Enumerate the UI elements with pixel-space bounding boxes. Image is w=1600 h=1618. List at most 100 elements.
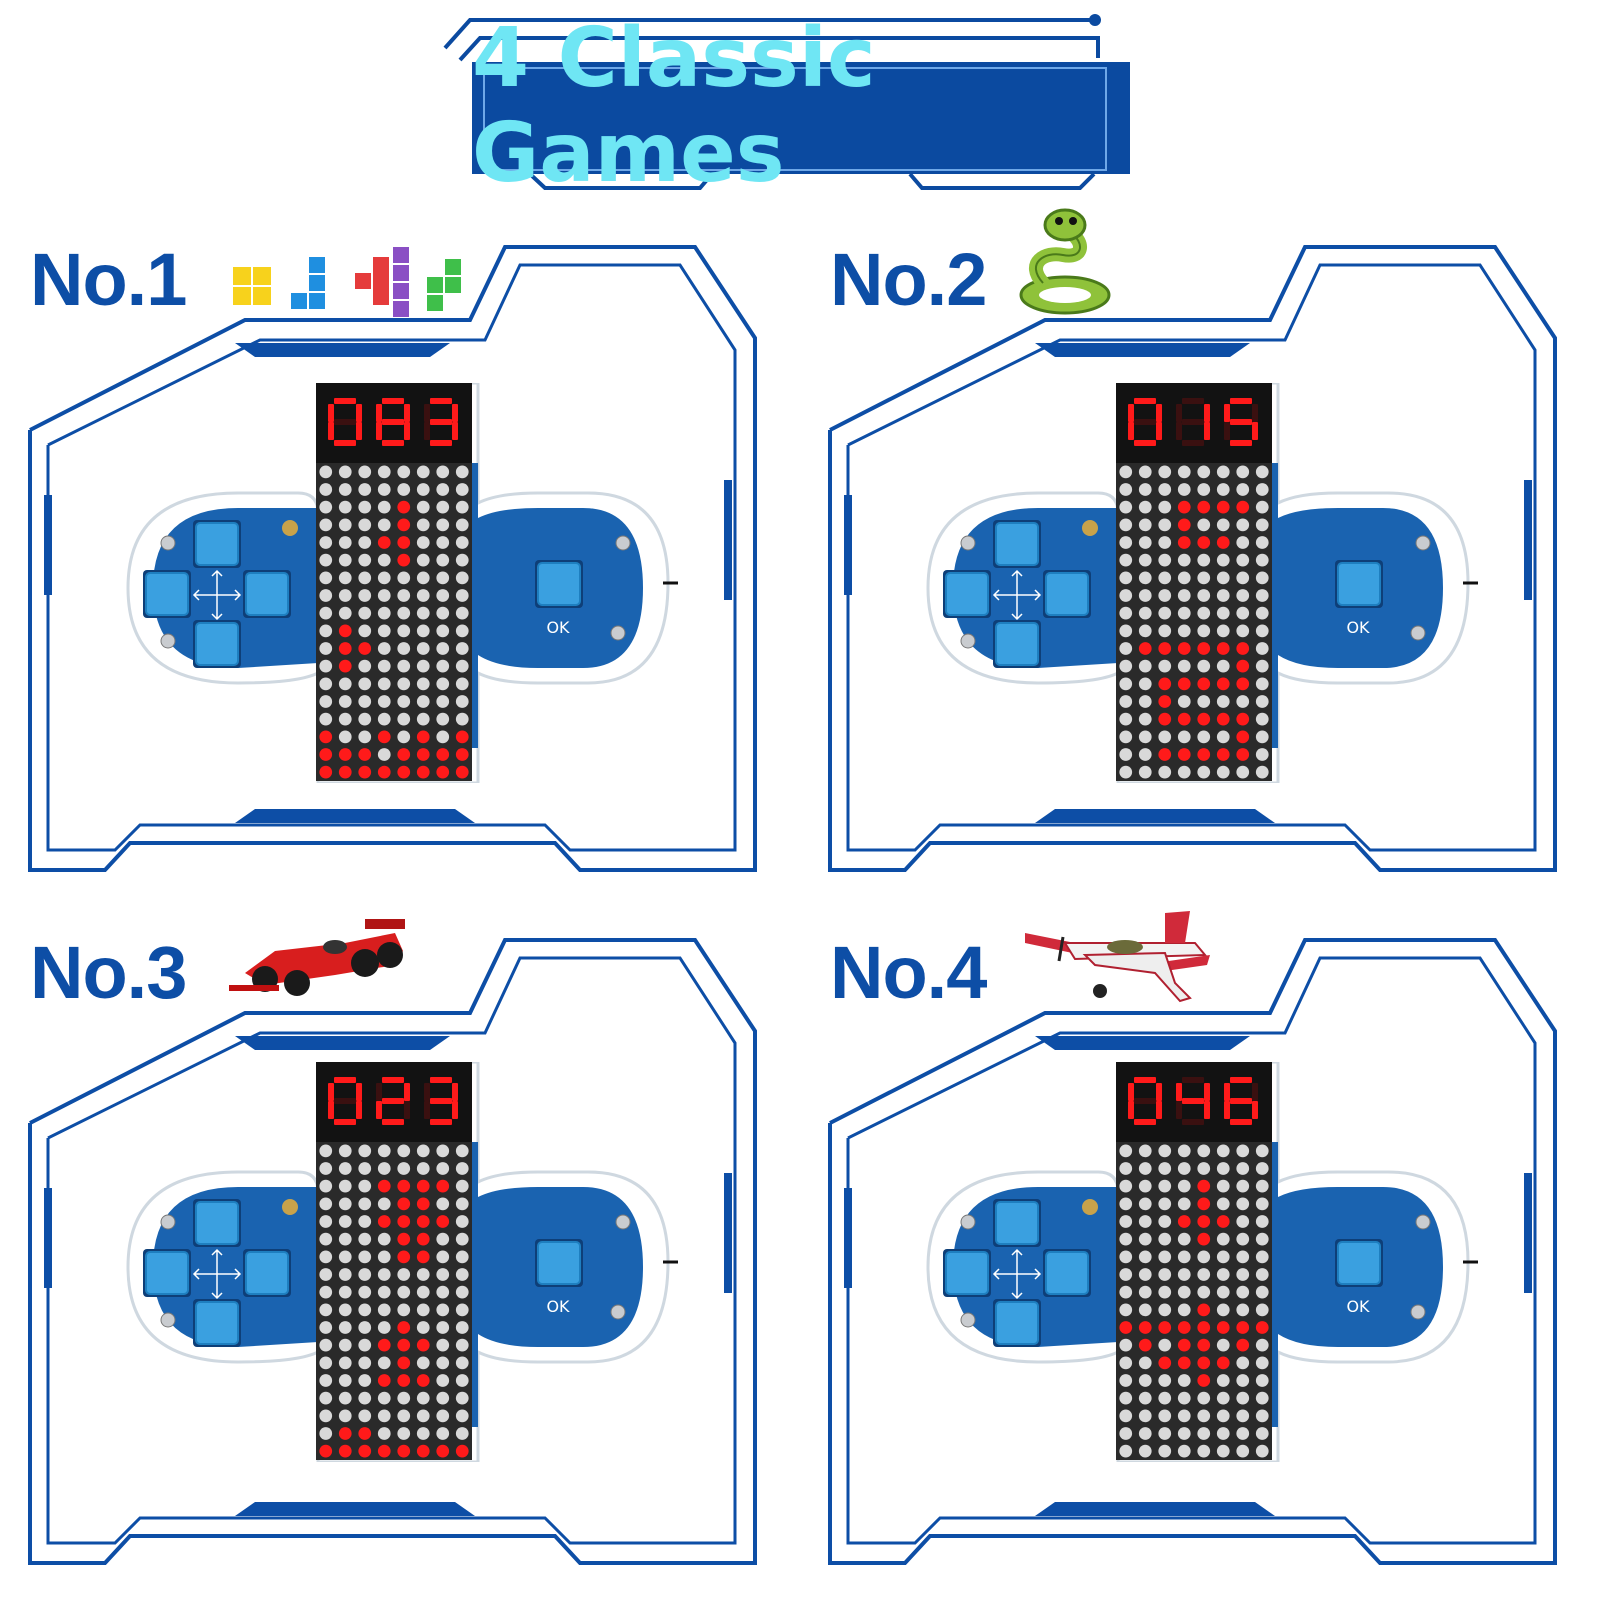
led-dot [319,1285,333,1299]
down-button[interactable] [195,1301,239,1345]
led-dot [397,589,411,602]
led-dot [416,1179,430,1193]
led-dot [1158,1444,1172,1458]
left-button[interactable] [945,572,989,616]
led-dot [1236,1444,1250,1458]
led-dot [1119,1232,1133,1246]
display-segment [1182,1098,1204,1104]
capacitor-icon [282,520,298,536]
display-segment [1182,398,1204,404]
led-dot [436,765,450,779]
led-dot [1197,1250,1211,1264]
led-dot [455,695,469,708]
led-dot [1158,695,1172,708]
capacitor-icon [282,1199,298,1215]
led-dot [358,536,372,549]
led-dot [1216,1268,1230,1281]
ok-button[interactable] [537,1241,581,1285]
led-dot [436,1427,450,1440]
led-dot [1119,1374,1133,1387]
led-dot [319,765,333,779]
down-button[interactable] [195,622,239,666]
led-dot [338,695,352,708]
score-digits [1128,1077,1258,1125]
led-dot [1177,1321,1191,1334]
led-dot [377,712,391,726]
led-dot [358,1321,372,1334]
frame-accent-bottom [235,1502,475,1516]
up-button[interactable] [995,1201,1039,1245]
display-segment [404,404,410,422]
led-dot [436,1303,450,1317]
ok-button[interactable] [1337,1241,1381,1285]
led-dot [1119,1215,1133,1228]
led-dot [1197,465,1211,479]
right-button[interactable] [245,1251,289,1295]
led-dot [1255,730,1269,744]
led-dot [377,624,391,638]
led-dot [1177,1303,1191,1317]
led-dot [1216,1391,1230,1405]
up-button[interactable] [195,522,239,566]
ok-button[interactable] [1337,562,1381,606]
led-dot [1177,1162,1191,1175]
led-dot [1197,1197,1211,1211]
led-dot [1216,712,1230,726]
display-segment [1252,422,1258,440]
up-button[interactable] [995,522,1039,566]
led-dot [1255,518,1269,532]
led-dot [1177,1215,1191,1228]
led-dot [1158,1409,1172,1423]
led-dot [397,518,411,532]
led-dot [1255,1391,1269,1405]
game-label: No.2 [830,238,987,321]
led-dot [1236,553,1250,567]
down-button[interactable] [995,1301,1039,1345]
led-dot [358,1250,372,1264]
screw-icon [960,1312,976,1328]
left-button[interactable] [145,1251,189,1295]
led-dot [338,1285,352,1299]
right-button[interactable] [1045,1251,1089,1295]
right-button[interactable] [245,572,289,616]
display-segment [382,398,404,404]
frame-inner-line [846,263,1537,852]
game-console: OK [126,383,678,783]
right-button[interactable] [1045,572,1089,616]
led-dot [1177,1268,1191,1281]
panel-frame [28,245,757,872]
led-dot [319,1374,333,1387]
up-button[interactable] [195,1201,239,1245]
led-dot [1197,536,1211,549]
led-dot [1197,624,1211,638]
led-dot [397,712,411,726]
left-button[interactable] [945,1251,989,1295]
led-dot [397,1285,411,1299]
down-button[interactable] [995,622,1039,666]
led-dot [1216,1374,1230,1387]
led-dot [1216,659,1230,673]
led-dot [1158,765,1172,779]
led-dot [358,1179,372,1193]
led-dot [455,589,469,602]
led-dot [1177,748,1191,761]
left-button[interactable] [145,572,189,616]
led-dot [1158,1197,1172,1211]
led-dot [1158,1250,1172,1264]
led-dot [1158,659,1172,673]
led-dot [1138,642,1152,655]
screw-icon [960,1214,976,1230]
led-dot [1197,730,1211,744]
led-dot [1177,624,1191,638]
ok-button[interactable] [537,562,581,606]
led-dot [436,1250,450,1264]
led-dot [338,1268,352,1281]
led-dot [1236,1250,1250,1264]
led-dot [1255,642,1269,655]
led-dot [358,518,372,532]
led-dot [1158,553,1172,567]
led-dot [1197,1162,1211,1175]
led-dot [1138,1303,1152,1317]
led-dot [1177,1179,1191,1193]
led-dot [1236,1374,1250,1387]
